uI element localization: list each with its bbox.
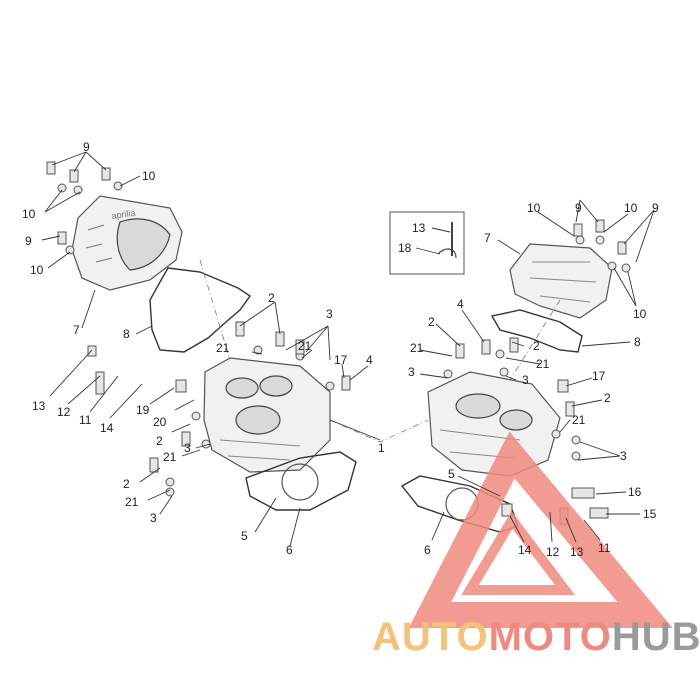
callout-21: 21 <box>298 339 312 353</box>
callout-10: 10 <box>527 201 541 215</box>
callout-2: 2 <box>533 339 540 353</box>
callout-6: 6 <box>424 543 431 557</box>
leader-lines <box>41 151 655 547</box>
callout-3: 3 <box>408 365 415 379</box>
callout-2: 2 <box>156 434 163 448</box>
callout-18: 18 <box>398 241 412 255</box>
callout-8: 8 <box>634 335 641 349</box>
callout-5: 5 <box>241 529 248 543</box>
callout-2: 2 <box>123 477 130 491</box>
callout-14: 14 <box>518 543 532 557</box>
callout-9: 9 <box>25 234 32 248</box>
callout-2: 2 <box>604 391 611 405</box>
watermark-moto: MOTO <box>489 615 612 659</box>
callout-8: 8 <box>123 327 130 341</box>
callout-12: 12 <box>546 545 560 559</box>
callout-2: 2 <box>268 291 275 305</box>
fasteners <box>46 161 631 525</box>
cylinder-head-left <box>203 357 331 473</box>
callout-21: 21 <box>125 495 139 509</box>
callout-17: 17 <box>334 353 348 367</box>
callout-21: 21 <box>410 341 424 355</box>
callout-6: 6 <box>286 543 293 557</box>
callout-13: 13 <box>32 399 46 413</box>
callout-21: 21 <box>163 450 177 464</box>
watermark-auto: AUTO <box>372 615 489 659</box>
callout-10: 10 <box>30 263 44 277</box>
cover-brand-text: aprilia <box>111 208 136 221</box>
callout-19: 19 <box>136 403 150 417</box>
callout-3: 3 <box>620 449 627 463</box>
valve-cover-left: aprilia <box>71 195 183 291</box>
callout-10: 10 <box>142 169 156 183</box>
watermark-triangle <box>408 431 673 628</box>
callout-labels: 9 10 10 9 10 7 8 13 12 11 14 19 20 2 21 … <box>22 140 659 559</box>
callout-15: 15 <box>643 507 657 521</box>
callout-3: 3 <box>326 307 333 321</box>
callout-7: 7 <box>73 323 80 337</box>
valve-cover-gasket-right <box>490 309 583 353</box>
callout-21: 21 <box>216 341 230 355</box>
callout-10: 10 <box>22 207 36 221</box>
callout-5: 5 <box>448 467 455 481</box>
callout-9: 9 <box>575 201 582 215</box>
callout-16: 16 <box>628 485 642 499</box>
callout-12: 12 <box>57 405 71 419</box>
valve-cover-right <box>509 243 613 319</box>
callout-9: 9 <box>652 201 659 215</box>
callout-2: 2 <box>428 315 435 329</box>
assembly-dash-line <box>329 419 429 443</box>
callout-3: 3 <box>150 511 157 525</box>
callout-14: 14 <box>100 421 114 435</box>
head-gasket-left <box>245 451 357 511</box>
callout-1: 1 <box>378 441 385 455</box>
watermark-hub: HUB <box>612 615 700 659</box>
callout-3: 3 <box>522 373 529 387</box>
valve-cover-gasket-left <box>149 267 251 353</box>
watermark-logo <box>408 431 673 628</box>
callout-9: 9 <box>83 140 90 154</box>
watermark-text: AUTOMOTOHUB <box>372 615 700 659</box>
callout-21: 21 <box>536 357 550 371</box>
callout-17: 17 <box>592 369 606 383</box>
callout-4: 4 <box>457 297 464 311</box>
cylinder-head-right <box>427 371 561 477</box>
callout-4: 4 <box>366 353 373 367</box>
callout-10: 10 <box>624 201 638 215</box>
callout-10: 10 <box>633 307 647 321</box>
callout-3: 3 <box>184 441 191 455</box>
callout-11: 11 <box>79 413 92 427</box>
callout-11: 11 <box>598 541 611 555</box>
callout-21: 21 <box>572 413 586 427</box>
callout-13: 13 <box>412 221 426 235</box>
callout-13: 13 <box>570 545 584 559</box>
callout-7: 7 <box>484 231 491 245</box>
callout-20: 20 <box>153 415 167 429</box>
